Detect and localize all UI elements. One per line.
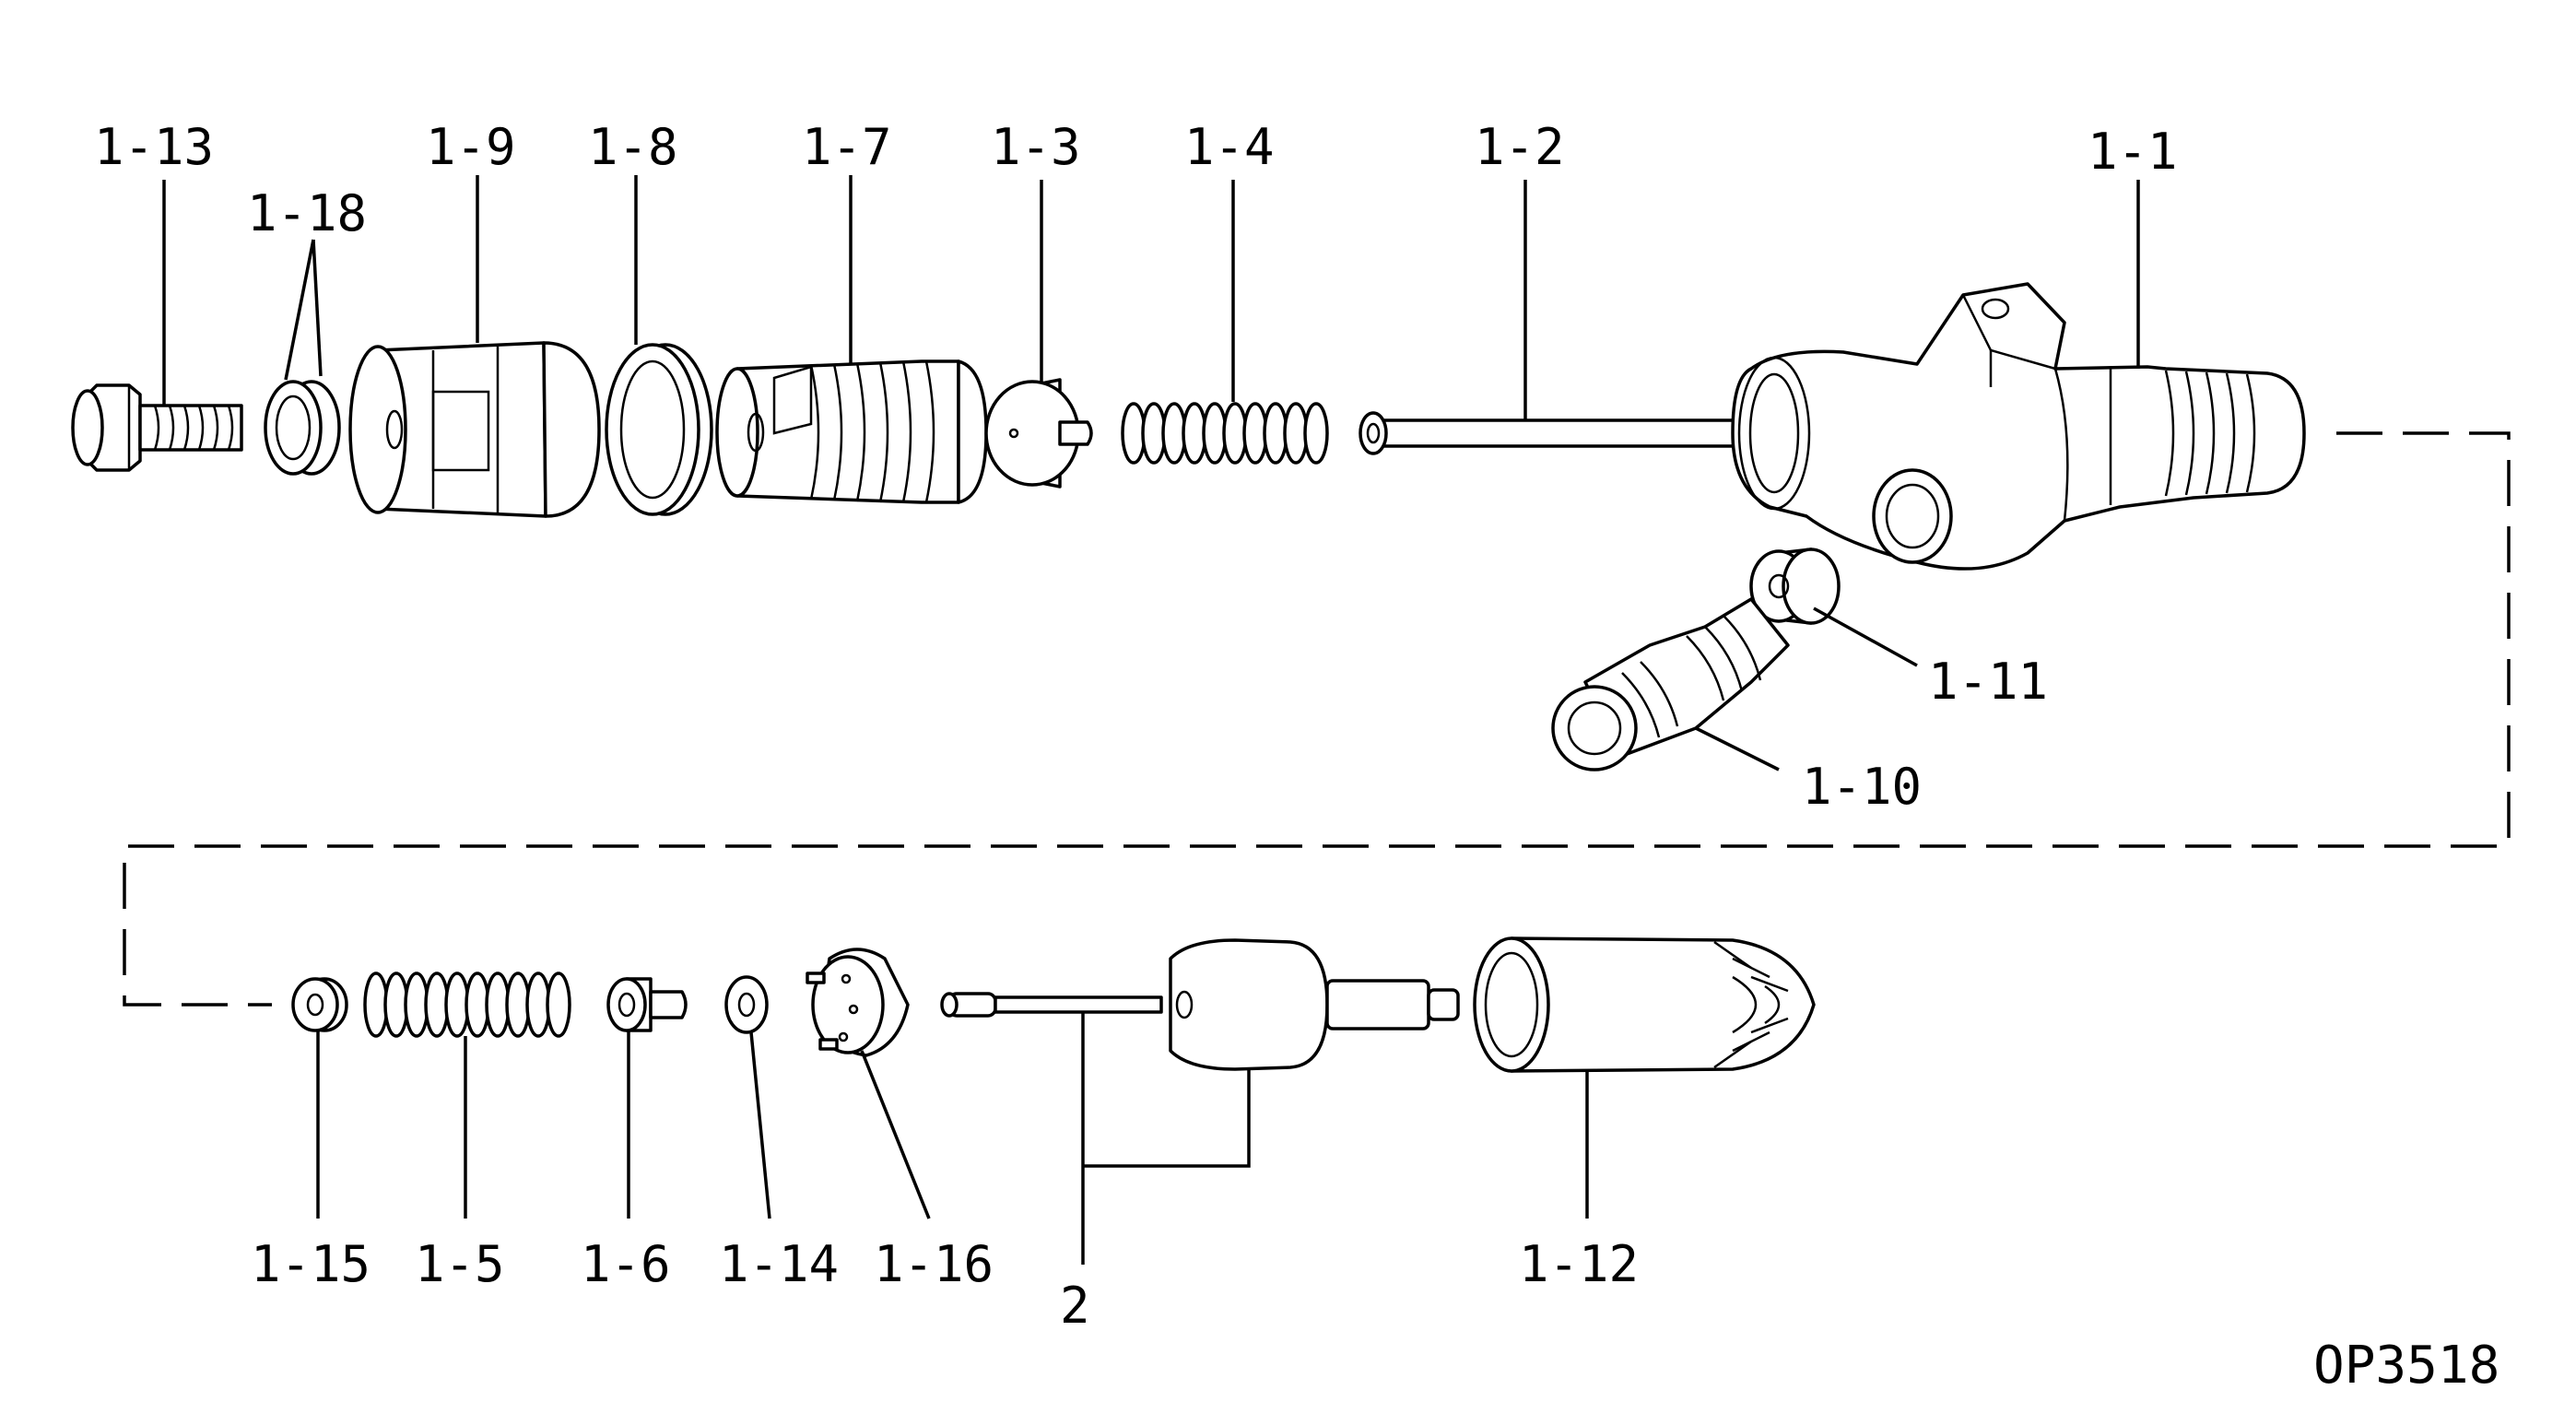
label-1-3: 1-3 <box>991 118 1081 176</box>
assembly-connector-line <box>123 431 2511 1007</box>
label-1-11: 1-11 <box>1928 653 2048 711</box>
part-1-11-washer <box>1749 548 1841 625</box>
part-1-6-spring-seat <box>606 977 688 1032</box>
part-1-9-cap-nut <box>348 341 601 518</box>
label-1-16: 1-16 <box>874 1235 994 1293</box>
label-2: 2 <box>1060 1277 1090 1335</box>
part-2-nozzle-assembly <box>940 938 1460 1071</box>
part-labels: 1-13 1-18 1-9 1-8 1-7 1-3 1-4 1-2 1-1 1-… <box>94 118 2500 1396</box>
leader-lines <box>162 175 2140 1265</box>
part-1-14-shim <box>724 975 769 1034</box>
part-1-3-disc <box>984 378 1093 489</box>
label-1-15: 1-15 <box>251 1235 371 1293</box>
part-1-12-nozzle-nut <box>1473 936 1816 1073</box>
label-1-8: 1-8 <box>588 118 678 176</box>
label-1-1: 1-1 <box>2088 123 2178 181</box>
label-1-14: 1-14 <box>719 1235 839 1293</box>
part-1-7-threaded-sleeve <box>715 359 988 504</box>
label-1-10: 1-10 <box>1802 758 1922 816</box>
figure-code: OP3518 <box>2313 1336 2500 1396</box>
part-1-2-rod <box>1359 411 1753 455</box>
label-1-12: 1-12 <box>1519 1235 1639 1293</box>
part-1-4-spring <box>1121 402 1329 465</box>
part-1-13-bolt <box>71 383 243 472</box>
part-1-5-spring <box>363 972 571 1038</box>
label-1-2: 1-2 <box>1475 118 1565 176</box>
part-1-8-ring <box>605 343 713 516</box>
label-1-18: 1-18 <box>247 184 367 242</box>
label-1-13: 1-13 <box>94 118 214 176</box>
label-1-5: 1-5 <box>415 1235 505 1293</box>
part-1-16-plate <box>806 948 910 1057</box>
part-1-10-fitting <box>1551 597 1790 771</box>
label-1-6: 1-6 <box>581 1235 671 1293</box>
label-1-9: 1-9 <box>426 118 516 176</box>
part-1-18-washers <box>264 380 341 476</box>
label-1-4: 1-4 <box>1184 118 1275 176</box>
part-1-1-injector-body <box>1731 282 2306 571</box>
part-1-15-washer <box>291 977 348 1032</box>
label-1-7: 1-7 <box>802 118 892 176</box>
